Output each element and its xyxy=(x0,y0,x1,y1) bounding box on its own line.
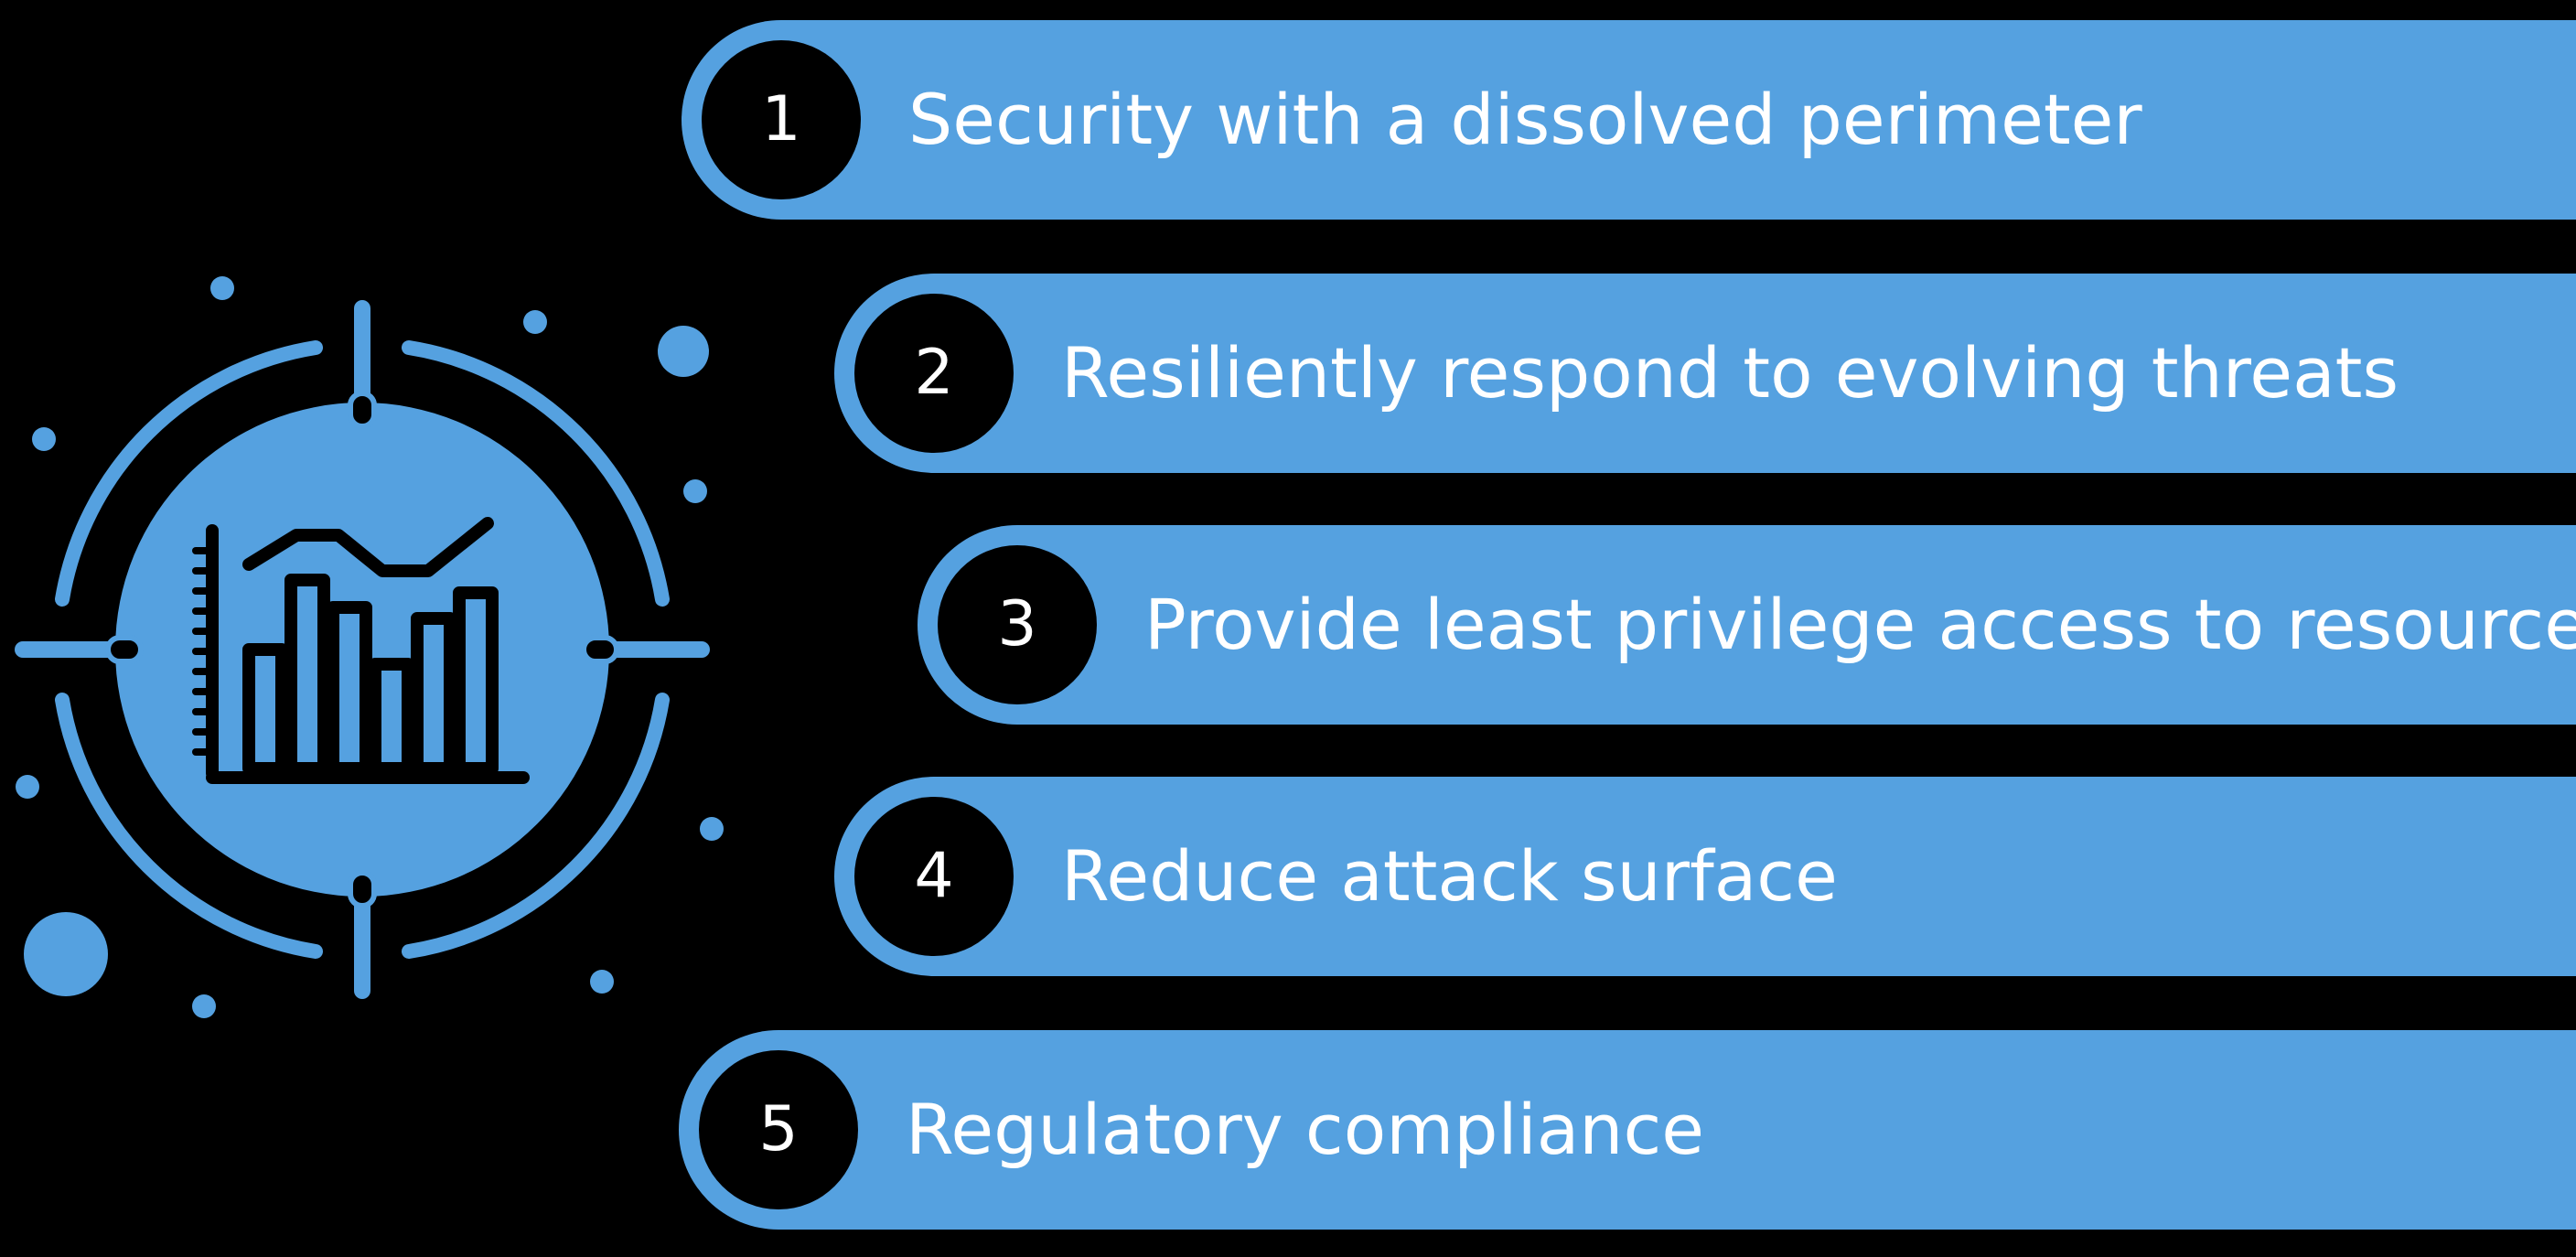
list-item-2: 2 Resiliently respond to evolving threat… xyxy=(834,274,2576,473)
item-number-badge: 1 xyxy=(702,40,861,199)
item-label: Resiliently respond to evolving threats xyxy=(1061,332,2399,414)
item-number-badge: 2 xyxy=(854,294,1014,453)
item-number-badge: 5 xyxy=(699,1050,858,1209)
item-label: Reduce attack surface xyxy=(1061,835,1838,917)
chart-bar xyxy=(284,574,330,775)
target-ring-arc xyxy=(55,693,323,959)
decor-dot xyxy=(700,817,724,841)
crosshair-knob xyxy=(581,635,619,664)
chart-bar xyxy=(411,612,456,775)
target-analytics-icon xyxy=(0,238,732,1025)
decor-dot xyxy=(32,427,56,451)
chart-bar xyxy=(242,643,288,775)
decor-dot xyxy=(24,912,108,996)
target-ring-arc xyxy=(55,340,323,607)
list-item-3: 3 Provide least privilege access to reso… xyxy=(918,525,2576,725)
list-item-5: 5 Regulatory compliance xyxy=(679,1030,2576,1230)
item-label: Regulatory compliance xyxy=(906,1089,1704,1170)
crosshair-knob xyxy=(105,635,144,664)
item-number-badge: 3 xyxy=(938,545,1097,704)
list-item-1: 1 Security with a dissolved perimeter xyxy=(682,20,2576,220)
item-label: Security with a dissolved perimeter xyxy=(908,79,2142,160)
item-number-badge: 4 xyxy=(854,797,1014,956)
chart-bar xyxy=(453,586,499,775)
chart-bar xyxy=(369,658,414,775)
target-analytics-svg xyxy=(15,276,724,1018)
decor-dot xyxy=(658,326,709,377)
decor-dot xyxy=(192,994,216,1018)
decor-dot xyxy=(590,970,614,994)
decor-dot xyxy=(683,479,707,503)
crosshair-knob xyxy=(348,870,377,908)
chart-trend-line xyxy=(242,517,494,577)
crosshair-knob xyxy=(348,391,377,429)
decor-dot xyxy=(210,276,234,300)
list-item-4: 4 Reduce attack surface xyxy=(834,777,2576,976)
target-ring-arc xyxy=(402,340,670,607)
target-ring-arc xyxy=(402,693,670,959)
decor-dot xyxy=(16,775,39,799)
chart-bar xyxy=(327,601,372,775)
decor-dot xyxy=(523,310,547,334)
item-label: Provide least privilege access to resour… xyxy=(1144,584,2576,665)
